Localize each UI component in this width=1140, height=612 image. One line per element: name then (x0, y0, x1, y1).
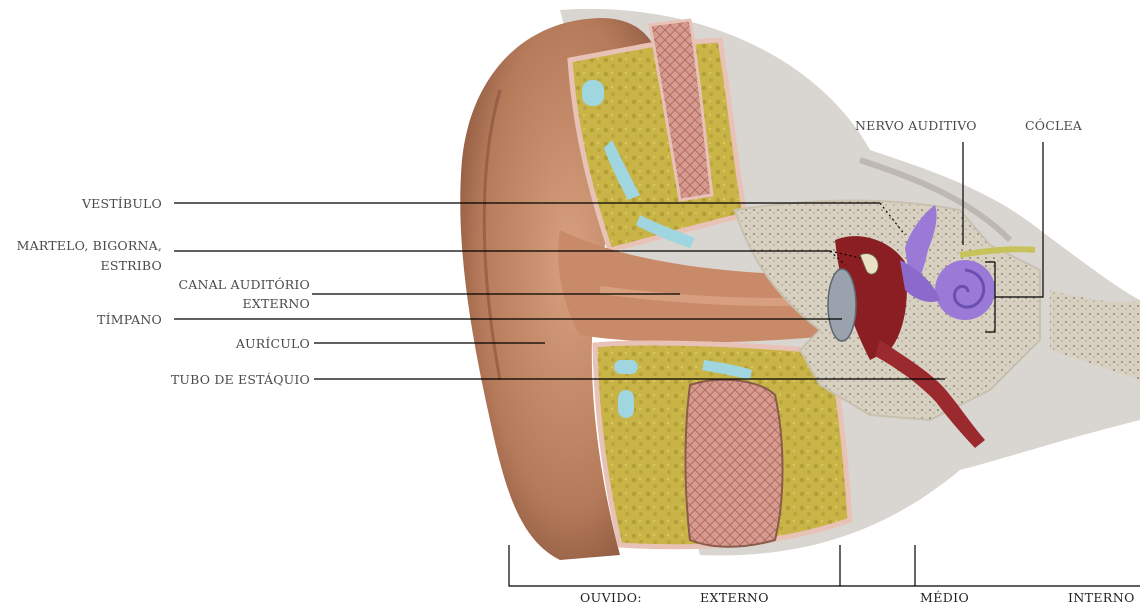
label-vestibulo: VESTÍBULO (82, 196, 162, 211)
label-timpano: TÍMPANO (97, 312, 162, 327)
label-ossicles-line1: MARTELO, BIGORNA, (17, 238, 162, 253)
label-canal-line2: EXTERNO (178, 296, 310, 311)
region-interno: INTERNO (1068, 590, 1135, 605)
region-bracket (509, 545, 1140, 586)
label-tubo: TUBO DE ESTÁQUIO (171, 372, 310, 387)
label-canal: CANAL AUDITÓRIO EXTERNO (178, 277, 310, 311)
label-ossicles-line2: ESTRIBO (17, 258, 162, 273)
region-ouvido: OUVIDO: (580, 590, 642, 605)
label-canal-line1: CANAL AUDITÓRIO (178, 277, 310, 292)
cochlea-bracket (985, 262, 995, 332)
leader-vestibulo-dots (880, 203, 905, 235)
label-auriculo: AURÍCULO (236, 336, 310, 351)
label-coclea: CÓCLEA (1025, 118, 1082, 133)
label-ossicles: MARTELO, BIGORNA, ESTRIBO (17, 238, 162, 273)
region-medio: MÉDIO (920, 590, 969, 605)
label-nervo: NERVO AUDITIVO (855, 118, 977, 133)
region-externo: EXTERNO (700, 590, 769, 605)
leader-ossicles-dots (830, 251, 860, 265)
leader-coclea (995, 142, 1043, 297)
